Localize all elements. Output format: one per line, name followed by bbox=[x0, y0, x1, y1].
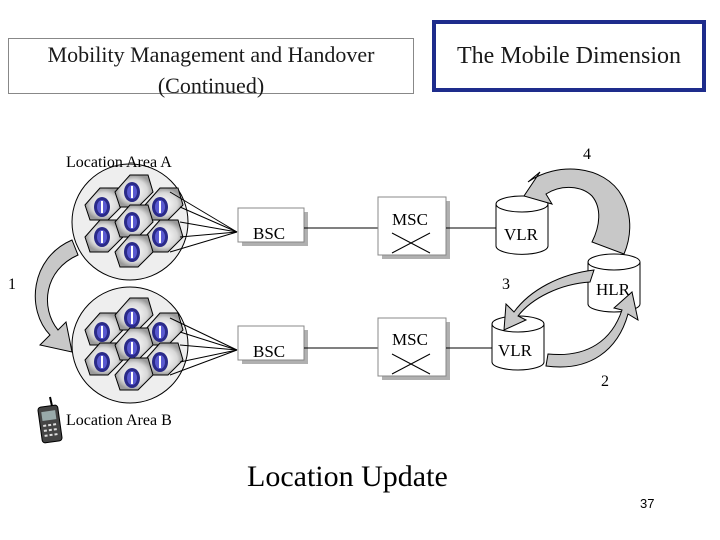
mobile-phone-icon bbox=[37, 396, 63, 444]
bsc-label-bottom: BSC bbox=[253, 342, 285, 361]
step-3-arrow bbox=[503, 269, 595, 331]
vlr-label-top: VLR bbox=[504, 225, 539, 244]
step-1-arrow bbox=[34, 239, 79, 353]
brand-banner: The Mobile Dimension bbox=[432, 20, 706, 92]
bsc-box-top bbox=[237, 207, 308, 246]
step-2-arrow bbox=[545, 291, 639, 368]
step-2-label: 2 bbox=[601, 373, 609, 390]
msc-label-top: MSC bbox=[392, 210, 428, 229]
location-area-b-label: Location Area B bbox=[66, 412, 172, 429]
diagram-caption: Location Update bbox=[247, 460, 448, 493]
hlr-label: HLR bbox=[596, 280, 631, 299]
slide-title-line1: Mobility Management and Handover bbox=[47, 42, 375, 67]
slide-title: Mobility Management and Handover (Contin… bbox=[8, 38, 414, 98]
bsc-box-bottom bbox=[237, 325, 308, 364]
brand-text: The Mobile Dimension bbox=[457, 42, 681, 69]
step-3-label: 3 bbox=[502, 276, 510, 293]
location-area-a-label: Location Area A bbox=[66, 154, 172, 171]
page-number: 37 bbox=[640, 496, 655, 511]
msc-label-bottom: MSC bbox=[392, 330, 428, 349]
step-1-label: 1 bbox=[8, 276, 16, 293]
msc-box-bottom bbox=[377, 317, 450, 380]
slide-title-line2: (Continued) bbox=[157, 73, 265, 98]
msc-box-top bbox=[377, 196, 450, 259]
cell-cluster-b bbox=[71, 286, 238, 404]
bsc-label-top: BSC bbox=[253, 224, 285, 243]
vlr-cylinder-top bbox=[495, 195, 549, 255]
step-4-label: 4 bbox=[583, 146, 591, 163]
cell-cluster-a bbox=[71, 163, 238, 281]
step-4-arrow bbox=[523, 168, 631, 255]
vlr-label-bottom: VLR bbox=[498, 341, 533, 360]
